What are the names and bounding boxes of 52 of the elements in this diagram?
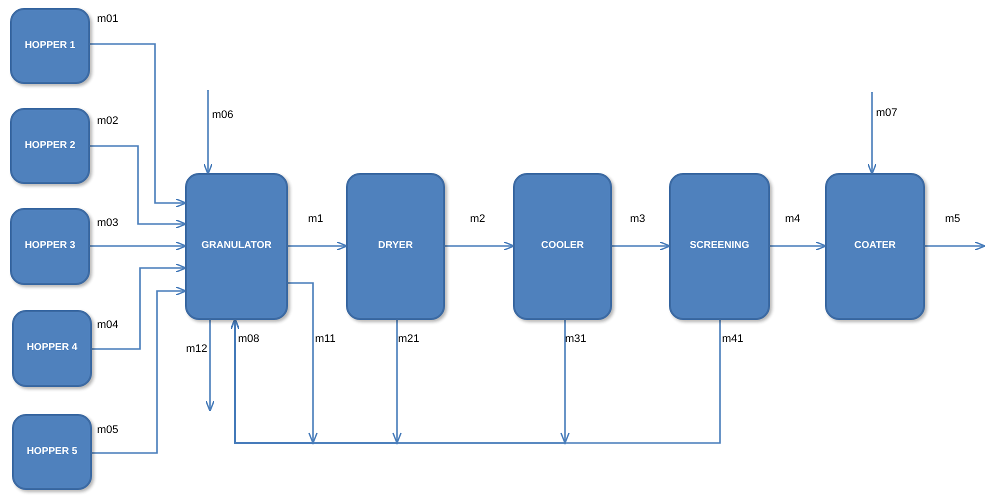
arrow bbox=[92, 286, 187, 454]
arrow bbox=[90, 241, 187, 251]
arrow bbox=[92, 263, 187, 350]
process-box bbox=[513, 173, 612, 320]
arrow bbox=[230, 318, 721, 444]
process-box bbox=[185, 173, 288, 320]
edge-label: m31 bbox=[565, 334, 586, 345]
arrow bbox=[612, 241, 671, 251]
arrow bbox=[770, 241, 827, 251]
box-label: COOLER bbox=[541, 240, 584, 253]
box-label: COATER bbox=[854, 240, 896, 253]
edge-label: m3 bbox=[630, 214, 646, 225]
arrow bbox=[445, 241, 515, 251]
process-box bbox=[10, 8, 90, 84]
edge-label: m41 bbox=[722, 334, 744, 345]
stream-label: m08 bbox=[238, 334, 260, 345]
box-label: HOPPER 5 bbox=[26, 446, 78, 458]
box-label: HOPPER 1 bbox=[24, 40, 76, 52]
arrow bbox=[867, 92, 877, 175]
box-label: DRYER bbox=[378, 240, 413, 253]
edge-label: m5 bbox=[945, 214, 960, 225]
edge-label: m12 bbox=[186, 344, 208, 355]
arrow bbox=[288, 241, 348, 251]
edge-label: m1 bbox=[308, 214, 324, 225]
process-box bbox=[10, 208, 90, 285]
edge-label: m05 bbox=[97, 425, 118, 436]
process-box bbox=[12, 414, 92, 490]
edge-label: m04 bbox=[97, 320, 118, 331]
box-label: HOPPER 2 bbox=[24, 140, 76, 152]
box-label: HOPPER 3 bbox=[24, 240, 76, 253]
process-box bbox=[669, 173, 770, 320]
process-box bbox=[10, 108, 90, 184]
arrow bbox=[203, 90, 213, 175]
edge-label: m21 bbox=[398, 334, 420, 345]
arrow bbox=[90, 43, 187, 208]
box-label: GRANULATOR bbox=[201, 240, 272, 253]
process-box bbox=[825, 173, 925, 320]
edge-label: m06 bbox=[212, 110, 234, 121]
arrow bbox=[205, 320, 215, 412]
box-label: SCREENING bbox=[690, 240, 750, 253]
edge-label: m07 bbox=[876, 108, 898, 119]
process-box bbox=[346, 173, 445, 320]
arrow bbox=[90, 145, 187, 229]
edge-label: m02 bbox=[97, 116, 118, 127]
edge-label: m2 bbox=[470, 214, 486, 225]
arrow bbox=[925, 241, 986, 251]
edge-label: m11 bbox=[315, 334, 336, 345]
edge-label: m01 bbox=[97, 14, 118, 25]
edge-label: m4 bbox=[785, 214, 800, 225]
box-label: HOPPER 4 bbox=[26, 342, 78, 355]
process-box bbox=[12, 310, 92, 387]
edge-label: m03 bbox=[97, 218, 118, 229]
